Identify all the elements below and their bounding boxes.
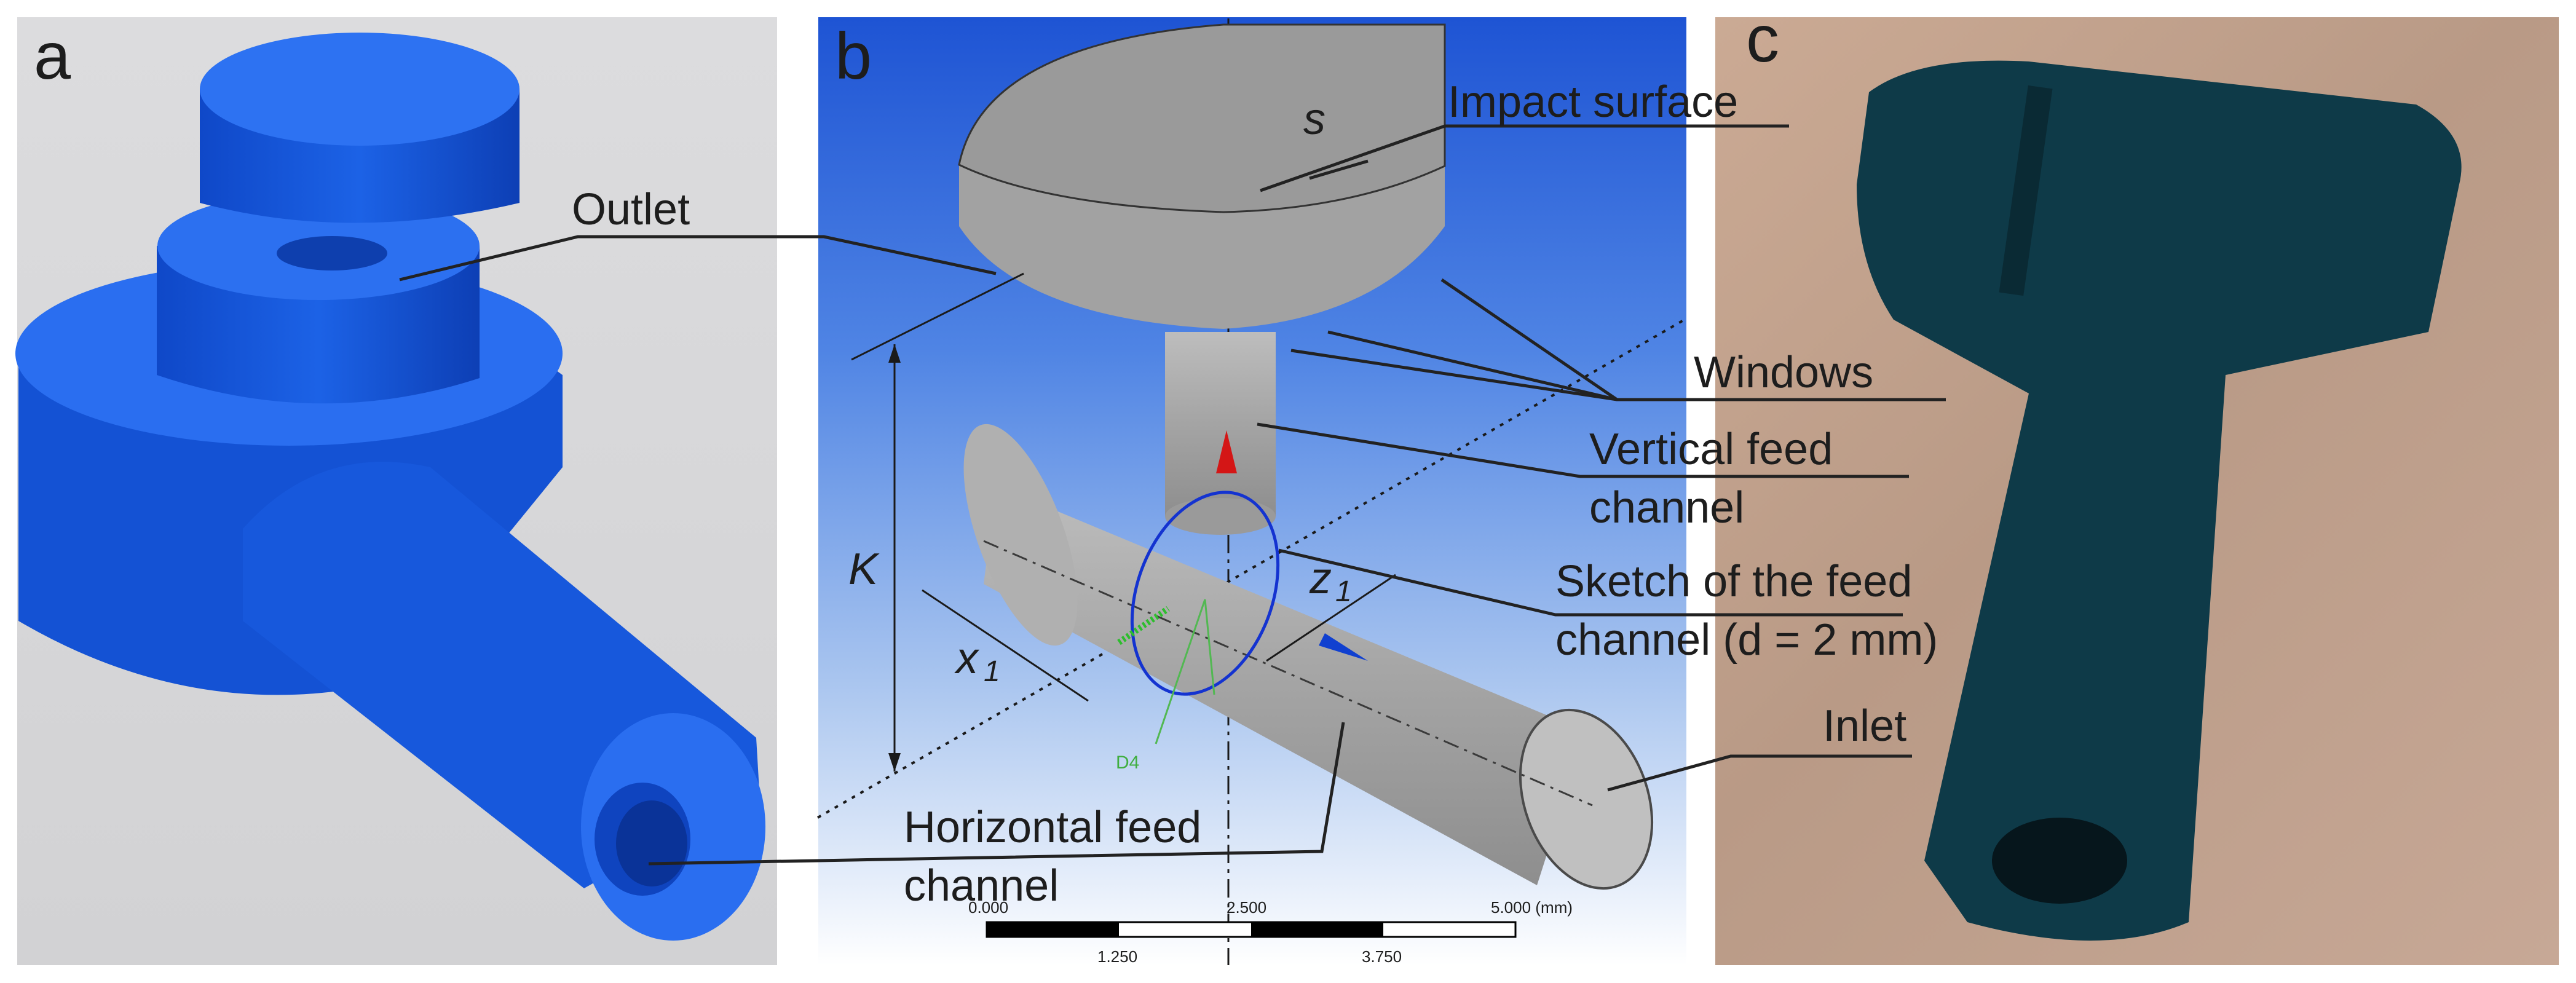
scale-tick-0: 0.000 — [968, 898, 1008, 917]
vertical-feed-label-line1: Vertical feed — [1589, 425, 1833, 474]
geometry-model — [817, 18, 1685, 965]
horizontal-feed-label-line1: Horizontal feed — [904, 803, 1201, 852]
sketch-label-line2: channel (d = 2 mm) — [1555, 615, 1938, 665]
printed-part — [1857, 60, 2462, 941]
sketch-label-line1: Sketch of the feed — [1555, 557, 1912, 606]
vertical-feed-label-line2: channel — [1589, 483, 1744, 532]
s-label: s — [1303, 95, 1326, 144]
x1-subscript: 1 — [984, 655, 1000, 688]
x1-label: x — [954, 634, 980, 683]
vertical-feed-leader — [1257, 422, 1909, 478]
panel-c-letter: c — [1746, 1, 1779, 76]
sketch-leader — [1278, 548, 1903, 617]
scale-tick-5000: 5.000 (mm) — [1491, 898, 1573, 917]
panel-a-letter: a — [34, 18, 71, 93]
k-label: K — [848, 545, 880, 594]
windows-label: Windows — [1694, 348, 1873, 397]
outlet-label: Outlet — [572, 185, 690, 234]
z1-subscript: 1 — [1335, 575, 1352, 608]
impact-surface-leader — [1260, 124, 1789, 192]
outlet-leader — [399, 235, 997, 282]
scale-tick-3750: 3.750 — [1362, 947, 1402, 966]
scale-tick-1250: 1.250 — [1097, 947, 1137, 966]
z1-label: z — [1309, 554, 1332, 603]
d4-label: D4 — [1116, 752, 1139, 773]
impact-surface-label: Impact surface — [1448, 77, 1738, 127]
panel-b-letter: b — [835, 18, 872, 93]
horizontal-feed-leader — [648, 722, 1345, 866]
horizontal-feed-label-line2: channel — [904, 861, 1059, 910]
cad-model-body — [15, 33, 765, 941]
scale-tick-2500: 2.500 — [1227, 898, 1266, 917]
scale-bar: 0.000 2.500 5.000 (mm) 1.250 3.750 — [968, 898, 1573, 966]
inlet-leader — [1607, 754, 1912, 792]
inlet-label: Inlet — [1823, 701, 1906, 751]
